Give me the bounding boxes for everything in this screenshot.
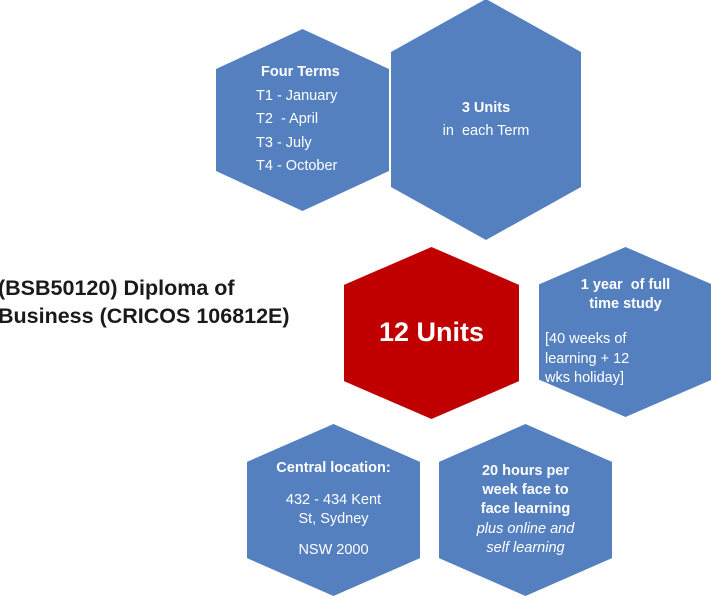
location-address-line-2: St, Sydney <box>298 511 369 527</box>
term-item-3: T3 - July <box>256 134 312 151</box>
duration-detail-block: [40 weeks of learning + 12 wks holiday] <box>545 314 706 387</box>
hexagon-course-duration: 1 year of full time study [40 weeks of l… <box>539 247 711 417</box>
four-terms-heading: Four Terms <box>261 64 340 81</box>
duration-detail-line-2: learning + 12 <box>545 350 630 367</box>
contact-hours-note-line-1: plus online and <box>476 520 575 537</box>
page-title-line-1: (BSB50120) Diploma of <box>0 276 235 300</box>
location-address-line-3: NSW 2000 <box>298 542 369 559</box>
contact-hours-heading-line-1: 20 hours per <box>481 463 570 480</box>
hexagon-four-terms-content: Four Terms T1 - January T2 - April T3 - … <box>216 61 389 178</box>
location-address-line-1: 432 - 434 Kent <box>285 491 382 508</box>
contact-hours-note-line-2: self learning <box>486 539 565 556</box>
hexagon-total-units-content: 12 Units <box>344 315 519 351</box>
duration-detail-line-3: wks holiday] <box>545 369 624 386</box>
hexagon-total-units: 12 Units <box>344 247 519 419</box>
hexagon-campus-location: Central location: 432 - 434 Kent St, Syd… <box>247 424 420 596</box>
term-item-1: T1 - January <box>256 87 338 104</box>
contact-hours-heading-line-2: week face to <box>482 482 569 499</box>
term-item-2: T2 - April <box>256 111 319 128</box>
duration-detail-line-1: [40 weeks of <box>545 331 627 348</box>
contact-hours-heading-line-3: face learning <box>480 501 571 518</box>
contact-hours-note-block: plus online and self learning <box>445 520 606 558</box>
page-title-line-2: Business (CRICOS 106812E) <box>0 304 290 329</box>
hexagon-contact-hours: 20 hours per week face to face learning … <box>439 424 612 596</box>
term-item-4: T4 - October <box>256 158 338 175</box>
hexagon-units-per-term: 3 Units in each Term <box>391 0 581 240</box>
duration-heading-line-2: time study <box>589 296 662 313</box>
total-units-label: 12 Units <box>378 317 485 348</box>
hexagon-four-terms: Four Terms T1 - January T2 - April T3 - … <box>216 29 389 211</box>
units-per-term-subtext: in each Term <box>442 122 530 139</box>
page-title: (BSB50120) Diploma of Business (CRICOS 1… <box>0 274 342 331</box>
hexagon-contact-hours-content: 20 hours per week face to face learning … <box>439 462 612 558</box>
units-per-term-heading: 3 Units <box>461 100 511 117</box>
hexagon-units-per-term-content: 3 Units in each Term <box>391 97 581 142</box>
duration-heading-line-1: 1 year of full <box>580 277 671 294</box>
location-heading: Central location: <box>276 460 391 477</box>
hexagon-course-duration-content: 1 year of full time study [40 weeks of l… <box>539 276 711 388</box>
hexagon-campus-location-content: Central location: 432 - 434 Kent St, Syd… <box>247 459 420 560</box>
